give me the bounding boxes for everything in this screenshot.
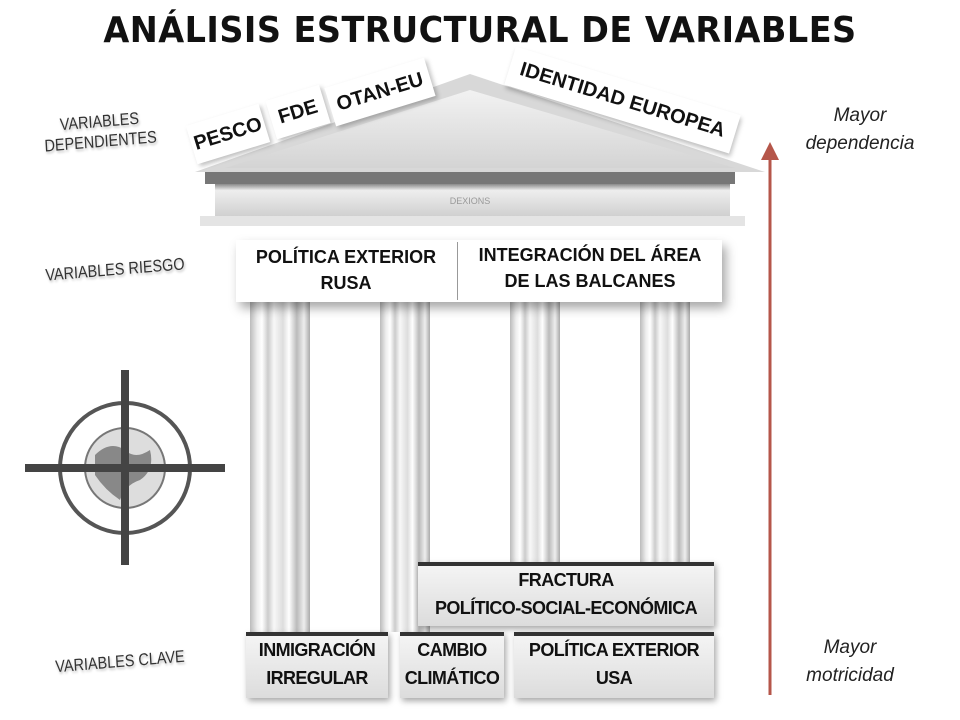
box-line: RUSA xyxy=(320,273,372,293)
cornice xyxy=(200,216,745,226)
box-line: POLÍTICO-SOCIAL-ECONÓMICA xyxy=(435,598,698,618)
box-line: INTEGRACIÓN DEL ÁREA xyxy=(478,245,702,265)
label-line: Mayor xyxy=(833,105,887,126)
box-line: USA xyxy=(595,668,633,688)
box-line: IRREGULAR xyxy=(266,668,368,688)
label-line: dependencia xyxy=(805,133,915,154)
axis-bottom-label: Mayor motricidad xyxy=(780,634,920,690)
box-line: POLÍTICA EXTERIOR xyxy=(255,247,437,267)
pediment-tympanum xyxy=(225,90,735,168)
box-line: CAMBIO xyxy=(417,640,487,660)
box-line: INMIGRACIÓN xyxy=(258,640,376,660)
box-line: DE LAS BALCANES xyxy=(504,271,676,291)
box-line: POLÍTICA EXTERIOR xyxy=(528,640,700,660)
crosshair-globe-icon xyxy=(25,370,225,565)
frieze-text: DEXIONS xyxy=(450,196,491,206)
column-4 xyxy=(640,300,690,562)
risk-integracion-balcanes: INTEGRACIÓN DEL ÁREA DE LAS BALCANES xyxy=(460,240,720,294)
key-fractura: FRACTURA POLÍTICO-SOCIAL-ECONÓMICA xyxy=(418,562,714,626)
motricity-dependence-arrow xyxy=(761,142,779,695)
column-1 xyxy=(250,300,310,632)
dentil-band xyxy=(205,172,735,184)
key-politica-exterior-usa: POLÍTICA EXTERIOR USA xyxy=(514,632,714,698)
key-cambio-climatico: CAMBIO CLIMÁTICO xyxy=(400,632,504,698)
risk-politica-exterior-rusa: POLÍTICA EXTERIOR RUSA xyxy=(236,242,456,296)
page-title: ANÁLISIS ESTRUCTURAL DE VARIABLES xyxy=(103,10,857,51)
label-line: Mayor xyxy=(823,637,877,658)
label-line: motricidad xyxy=(806,665,894,686)
box-line: FRACTURA xyxy=(518,570,614,590)
key-inmigracion: INMIGRACIÓN IRREGULAR xyxy=(246,632,388,698)
axis-top-label: Mayor dependencia xyxy=(790,102,930,158)
column-3 xyxy=(510,300,560,562)
box-line: CLIMÁTICO xyxy=(404,668,500,688)
divider xyxy=(457,242,458,300)
frieze xyxy=(215,184,730,216)
